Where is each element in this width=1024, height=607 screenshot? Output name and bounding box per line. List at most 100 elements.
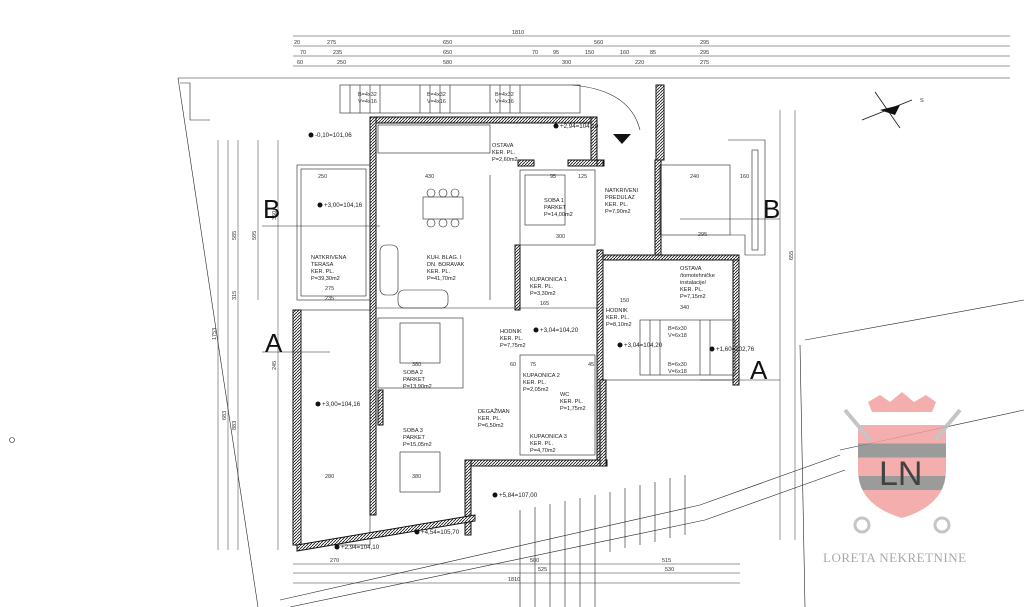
dim: 70 bbox=[532, 50, 538, 56]
room-boravak: KUH. BLAG. I DN. BORAVAK KER. PL. P=41,7… bbox=[427, 255, 465, 282]
stair-label: B=6x30 bbox=[668, 326, 687, 332]
dim: 270 bbox=[330, 558, 339, 564]
dim: 340 bbox=[680, 305, 689, 311]
level-icon bbox=[553, 123, 559, 129]
level-label: +5,84=107,00 bbox=[499, 492, 538, 499]
room-line: KER. PL. bbox=[530, 441, 553, 447]
dim: 20 bbox=[294, 40, 300, 46]
level-icon bbox=[315, 401, 321, 407]
level-label: +2,94=104,10 bbox=[560, 123, 599, 130]
level-icon bbox=[533, 327, 539, 333]
lower-stairs bbox=[279, 454, 846, 607]
dim: 60 bbox=[297, 60, 303, 66]
dim: 150 bbox=[585, 50, 594, 56]
room-line: HODNIK bbox=[606, 308, 628, 314]
dim: 380 bbox=[412, 474, 421, 480]
section-marker-a-left: A bbox=[265, 328, 283, 358]
dim: 515 bbox=[662, 558, 671, 564]
level-label: +3,04=104,20 bbox=[540, 327, 579, 334]
dim: 295 bbox=[700, 40, 709, 46]
room-line: DEGAŽMAN bbox=[478, 407, 510, 415]
room-line: P=7,75m2 bbox=[500, 343, 526, 349]
room-terasa: NATKRIVENA TERASA KER. PL. P=39,30m2 bbox=[311, 255, 347, 282]
dim: 595 bbox=[252, 231, 258, 240]
dim: 360 bbox=[272, 211, 278, 220]
dim: 650 bbox=[443, 40, 452, 46]
room-line: KER. PL. bbox=[427, 269, 450, 275]
dim: 560 bbox=[594, 40, 603, 46]
stair-label: V=4x16 bbox=[358, 99, 377, 105]
logo-watermark: LN LORETA NEKRETNINE bbox=[823, 392, 967, 565]
room-line: PARKET bbox=[544, 205, 567, 211]
room-line: TERASA bbox=[311, 262, 334, 268]
section-marker-b-left: B bbox=[263, 194, 280, 224]
dim: 280 bbox=[325, 474, 334, 480]
level-label: +4,54=105,70 bbox=[421, 529, 460, 536]
compass-icon: S bbox=[861, 91, 924, 129]
dim: 650 bbox=[443, 50, 452, 56]
room-line: P=14,00m2 bbox=[544, 212, 573, 218]
level-label: -0,10=101,06 bbox=[315, 132, 352, 139]
dim: 235 bbox=[325, 296, 334, 302]
dim: 530 bbox=[665, 567, 674, 573]
section-marker-b-right: B bbox=[763, 194, 780, 224]
room-line: P=39,30m2 bbox=[311, 276, 340, 282]
level-icon bbox=[617, 342, 623, 348]
room-line: KUPAONICA 1 bbox=[530, 277, 567, 283]
room-line: P=2,05m2 bbox=[523, 387, 549, 393]
stair-label: V=6x18 bbox=[668, 369, 687, 375]
room-line: KER. PL. bbox=[311, 269, 334, 275]
level-icon bbox=[492, 492, 498, 498]
dim: 125 bbox=[578, 174, 587, 180]
level-label: +3,00=104,16 bbox=[324, 202, 363, 209]
dim: 220 bbox=[635, 60, 644, 66]
room-line: KER. PL. bbox=[606, 315, 629, 321]
dim: 275 bbox=[327, 40, 336, 46]
room-line: KER. PL. bbox=[680, 287, 703, 293]
stair-label: V=4x16 bbox=[495, 99, 514, 105]
room-line: P=8,10m2 bbox=[606, 322, 632, 328]
level-icon bbox=[308, 132, 314, 138]
room-line: P=3,30m2 bbox=[530, 291, 556, 297]
room-line: KER. PL. bbox=[560, 399, 583, 405]
dim: 295 bbox=[698, 232, 707, 238]
room-kupaonica-3: KUPAONICA 3 KER. PL. P=4,70m2 bbox=[530, 434, 567, 454]
dim: 300 bbox=[556, 234, 565, 240]
room-kupaonica-1: KUPAONICA 1 KER. PL. P=3,30m2 bbox=[530, 277, 567, 297]
level-icon bbox=[334, 544, 340, 550]
dim: 430 bbox=[425, 174, 434, 180]
dim: 300 bbox=[562, 60, 571, 66]
logo-name: LORETA NEKRETNINE bbox=[823, 550, 967, 565]
section-markers: B B A A bbox=[262, 134, 780, 385]
inner-stairs-labels: B=6x30 V=6x18 B=6x30 V=6x18 bbox=[668, 326, 687, 375]
dim: 75 bbox=[530, 362, 536, 368]
room-line: P=4,70m2 bbox=[530, 448, 556, 454]
room-kupaonica-2: KUPAONICA 2 KER. PL. P=2,05m2 bbox=[523, 373, 560, 393]
building-walls bbox=[292, 116, 766, 552]
room-ostava-2: OSTAVA /tomotehničke instalacije/ KER. P… bbox=[680, 266, 715, 300]
dim: 580 bbox=[443, 60, 452, 66]
room-line: KER. PL. bbox=[478, 416, 501, 422]
dim: 380 bbox=[412, 362, 421, 368]
room-line: OSTAVA bbox=[492, 143, 514, 149]
room-line: instalacije/ bbox=[680, 280, 707, 286]
room-line: NATKRIVENI bbox=[605, 188, 639, 194]
dim: 883 bbox=[232, 421, 238, 430]
dim: 95 bbox=[550, 174, 556, 180]
room-line: P=41,70m2 bbox=[427, 276, 456, 282]
dim: 150 bbox=[620, 298, 629, 304]
room-hodnik-1: HODNIK KER. PL. P=7,75m2 bbox=[500, 329, 526, 349]
dim: 235 bbox=[333, 50, 342, 56]
room-line: P=6,50m2 bbox=[478, 423, 504, 429]
stair-label: B=4x32 bbox=[495, 92, 514, 98]
level-label: +1,60=102,76 bbox=[716, 346, 755, 353]
dim: 295 bbox=[700, 50, 709, 56]
room-predulaz: NATKRIVENI PREDULAZ KER. PL. P=7,90m2 bbox=[605, 188, 639, 215]
bottom-dimensions: 270 500 515 525 530 1810 bbox=[293, 558, 740, 584]
room-line: HODNIK bbox=[500, 329, 522, 335]
dim: 165 bbox=[540, 301, 549, 307]
room-wc: WC KER. PL. P=1,75m2 bbox=[560, 392, 586, 412]
room-line: SOBA 2 bbox=[403, 370, 423, 376]
room-line: KER. PL. bbox=[605, 202, 628, 208]
